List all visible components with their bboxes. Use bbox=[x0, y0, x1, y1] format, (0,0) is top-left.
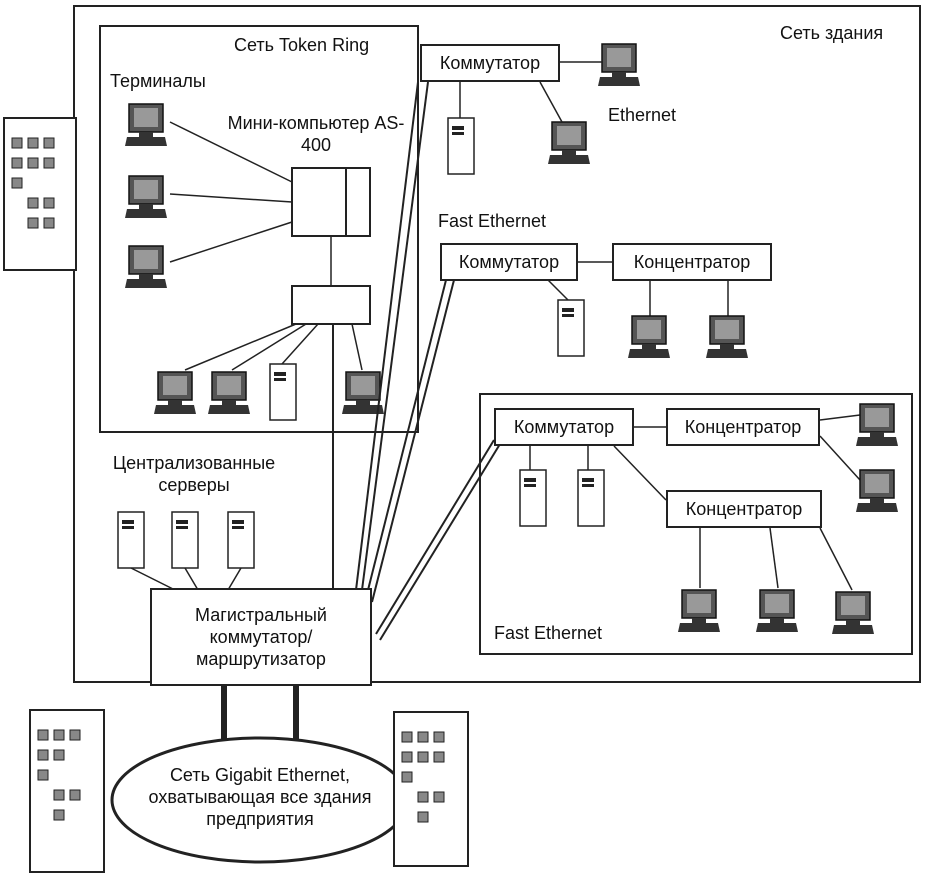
fast-ethernet-2-frame bbox=[479, 393, 913, 655]
minicomputer-label: Мини-компьютер AS-400 bbox=[227, 113, 405, 155]
token-ring-label: Сеть Token Ring bbox=[234, 35, 370, 55]
gigabit-label: Сеть Gigabit Ethernet, охватывающая все … bbox=[148, 765, 372, 829]
fast-ethernet-1-hub: Концентратор bbox=[612, 243, 772, 281]
fast-ethernet-2-hub-top: Концентратор bbox=[666, 408, 820, 446]
building-left-top bbox=[3, 117, 77, 271]
fast-ethernet-1-label: Fast Ethernet bbox=[438, 211, 547, 231]
fast-ethernet-2-label: Fast Ethernet bbox=[494, 623, 603, 643]
terminals-label: Терминалы bbox=[110, 71, 206, 91]
fast-ethernet-1-switch: Коммутатор bbox=[440, 243, 578, 281]
backbone-router: Магистральный коммутатор/ маршрутизатор bbox=[150, 588, 372, 686]
building-bottom-right bbox=[393, 711, 469, 867]
building-network-frame bbox=[73, 5, 921, 683]
fast-ethernet-2-switch: Коммутатор bbox=[494, 408, 634, 446]
ethernet-label: Ethernet bbox=[608, 105, 677, 125]
building-bottom-left bbox=[29, 709, 105, 873]
token-ring-frame bbox=[99, 25, 419, 433]
minicomputer-unit bbox=[291, 167, 371, 237]
ethernet-switch: Коммутатор bbox=[420, 44, 560, 82]
token-ring-controller bbox=[291, 285, 371, 325]
servers-label: Централизованные серверы bbox=[112, 453, 276, 495]
building-network-label: Сеть здания bbox=[780, 23, 884, 43]
fast-ethernet-2-hub-bottom: Концентратор bbox=[666, 490, 822, 528]
